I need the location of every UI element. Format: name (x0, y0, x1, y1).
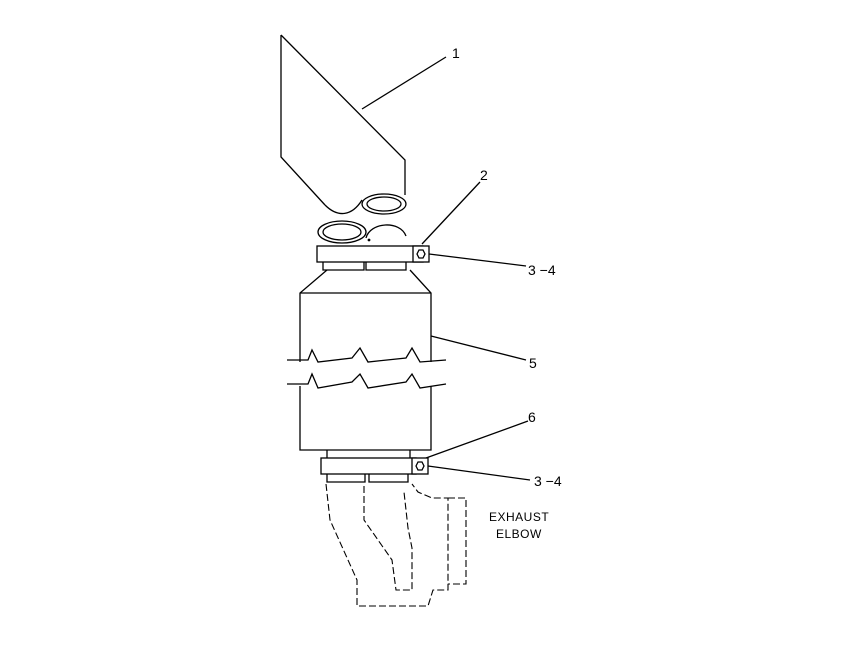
callout-5: 5 (529, 355, 537, 371)
exhaust-elbow-outline (325, 483, 467, 607)
adapter-outlets (317, 220, 407, 244)
callout-6: 6 (528, 409, 536, 425)
callout-2: 2 (480, 167, 488, 183)
lower-clamp-bolt (411, 457, 429, 475)
part-2-upper-clamp (316, 245, 430, 271)
part-5-muffler (287, 269, 447, 451)
upper-hex-nut-icon (416, 249, 426, 259)
callout-3-4-upper: 3 −4 (528, 262, 556, 278)
leader-lines (361, 56, 531, 481)
callout-1: 1 (452, 45, 460, 61)
callout-3-4-lower: 3 −4 (534, 473, 562, 489)
part-6-lower-clamp (320, 450, 429, 483)
caption-line-2: ELBOW (496, 527, 542, 541)
lower-hex-nut-icon (415, 461, 425, 471)
caption-line-1: EXHAUST (489, 510, 549, 524)
upper-clamp-bolt (412, 245, 430, 263)
part-1-exhaust-stack (280, 34, 407, 215)
